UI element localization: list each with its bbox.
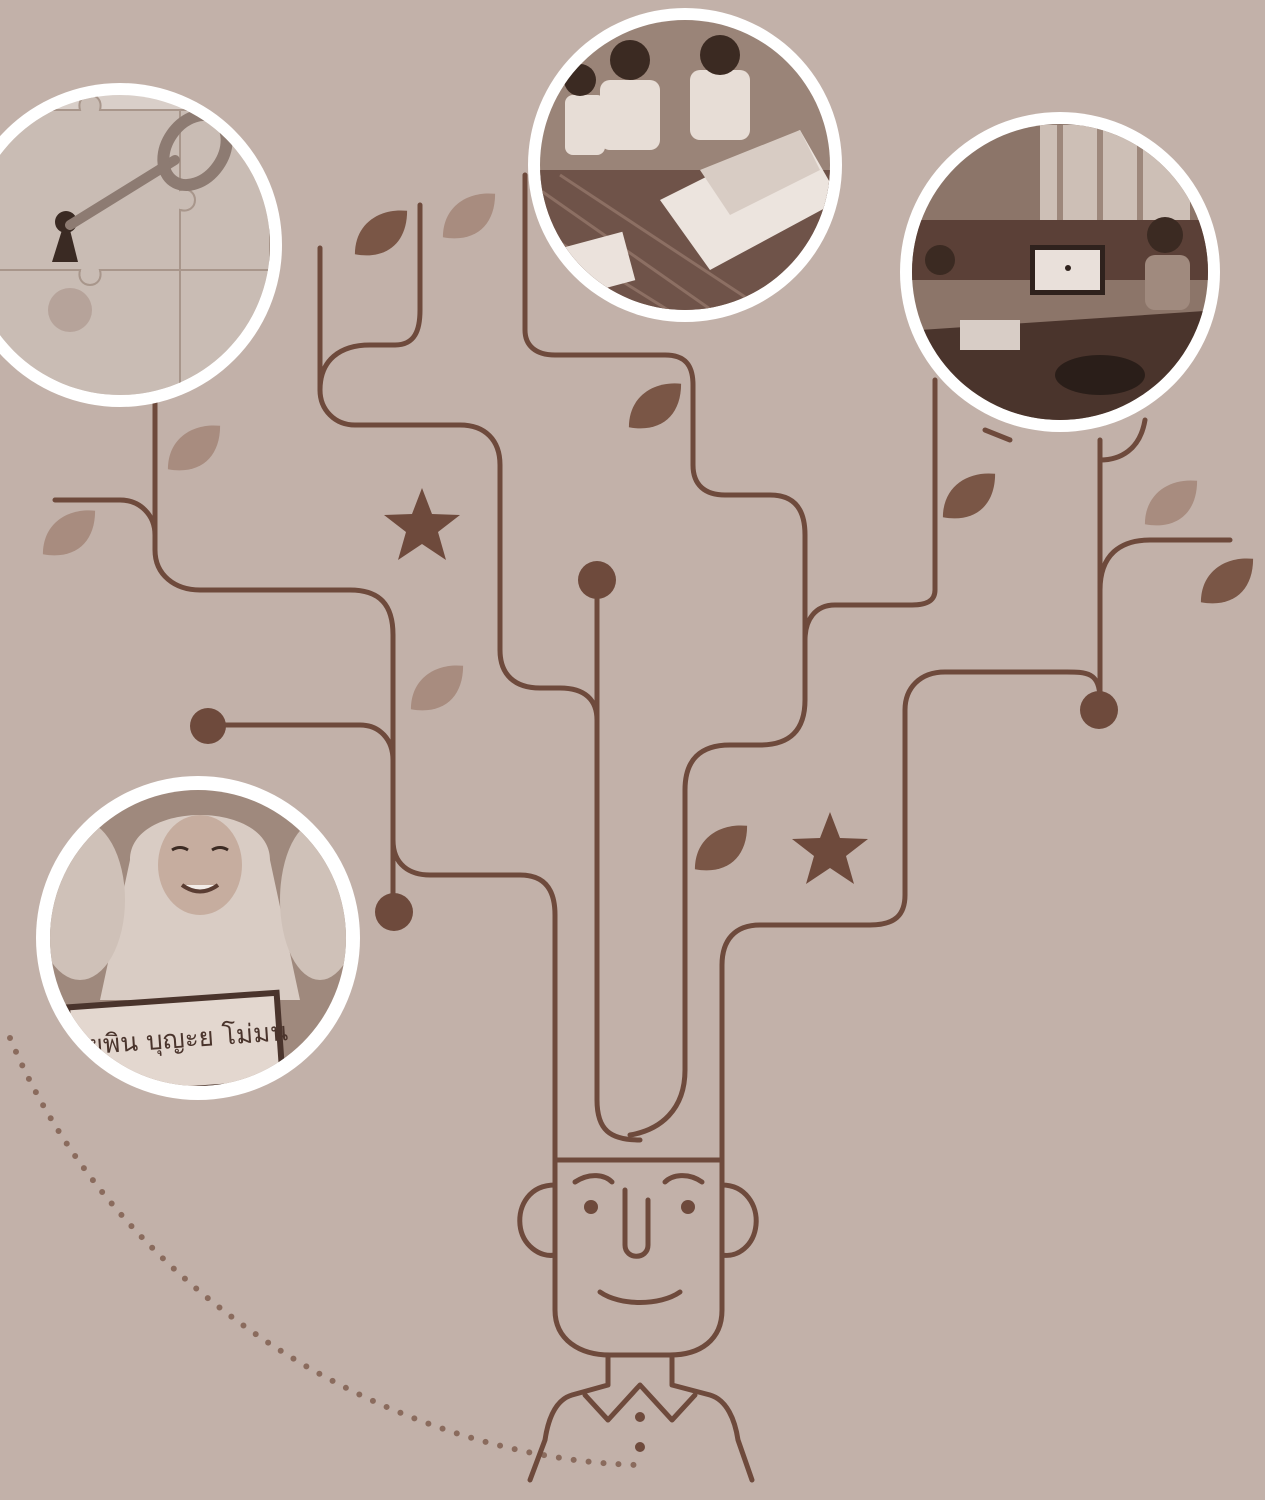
leaf <box>443 193 495 238</box>
star-icon <box>792 812 868 884</box>
leaf <box>411 665 463 710</box>
star-icon <box>384 488 460 560</box>
branch-dot <box>1080 691 1118 729</box>
dotted-arc <box>10 1038 640 1465</box>
branch-dot <box>375 893 413 931</box>
leaf <box>1201 558 1253 603</box>
leaf <box>629 383 681 428</box>
leaf <box>43 510 95 555</box>
branch-dot <box>578 561 616 599</box>
leaf <box>1145 480 1197 525</box>
photo-puzzle-key <box>0 83 282 410</box>
leaf <box>943 473 995 518</box>
person-head <box>520 1110 756 1480</box>
leaf <box>355 210 407 255</box>
branch-dot <box>190 708 226 744</box>
photo-smiling-woman: ยุพิน บุญะย โม่มน <box>35 776 360 1100</box>
photo-children-reading <box>528 8 850 330</box>
leaf <box>695 825 747 870</box>
photo-meeting-room <box>900 112 1220 432</box>
leaf <box>168 425 220 470</box>
